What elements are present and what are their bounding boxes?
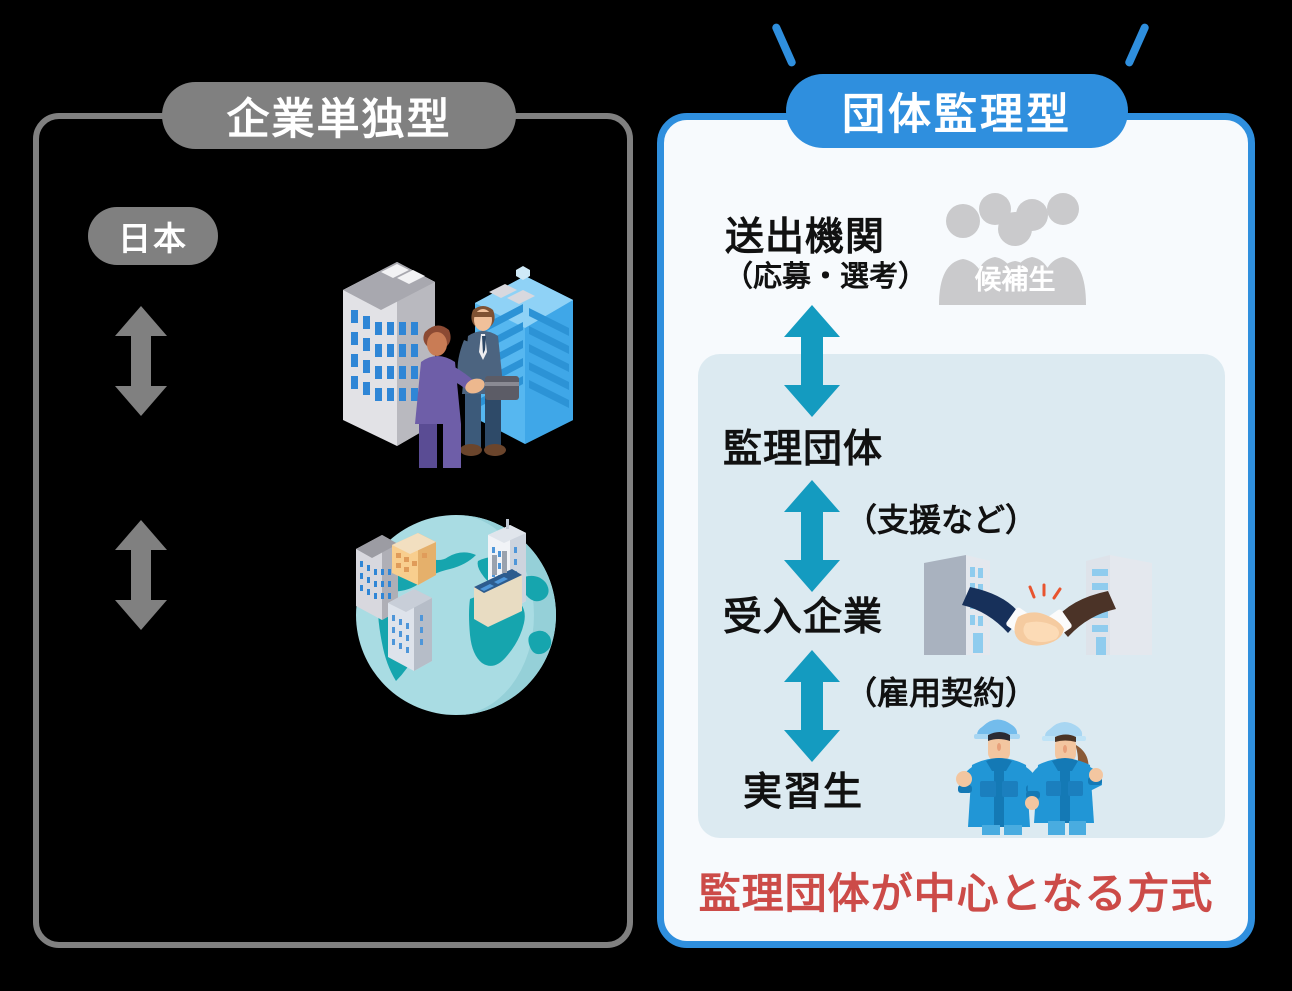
- candidate-silhouettes-icon: [925, 193, 1100, 310]
- node-sublabel-application-screening: （応募・選考）: [724, 261, 928, 293]
- left-panel-title: 企業単独型: [162, 82, 516, 149]
- bidirectional-arrow-bottom-icon: [113, 520, 169, 635]
- node-label-trainee: 実習生: [743, 771, 864, 814]
- node-label-sending-organization: 送出機関: [725, 216, 886, 259]
- node-label-host-company: 受入企業: [723, 596, 884, 639]
- sparkle-tick-right-icon: [1123, 22, 1151, 68]
- arrow-label-employment-contract: （雇用契約）: [845, 675, 1038, 711]
- node-label-supervising-organization: 監理団体: [723, 428, 884, 471]
- bidirectional-arrow-top-icon: [113, 306, 169, 421]
- arrow-label-support: （支援など）: [845, 502, 1038, 538]
- bidirectional-arrow-sending-to-supervising-icon: [781, 305, 843, 422]
- bidirectional-arrow-supervising-to-host-icon: [781, 480, 843, 597]
- bidirectional-arrow-host-to-trainee-icon: [781, 650, 843, 767]
- globe-with-buildings-icon: [336, 505, 586, 730]
- company-handshake-buildings-icon: [918, 543, 1158, 668]
- japan-badge: 日本: [88, 207, 218, 265]
- two-businessmen-handshake-buildings-icon: [325, 248, 605, 484]
- bottom-note-text: 監理団体が中心となる方式: [698, 870, 1214, 917]
- right-panel-title: 団体監理型: [786, 74, 1128, 148]
- two-trainees-workwear-icon: [938, 705, 1138, 840]
- sparkle-tick-left-icon: [770, 22, 798, 68]
- candidates-label: 候補生: [974, 265, 1056, 295]
